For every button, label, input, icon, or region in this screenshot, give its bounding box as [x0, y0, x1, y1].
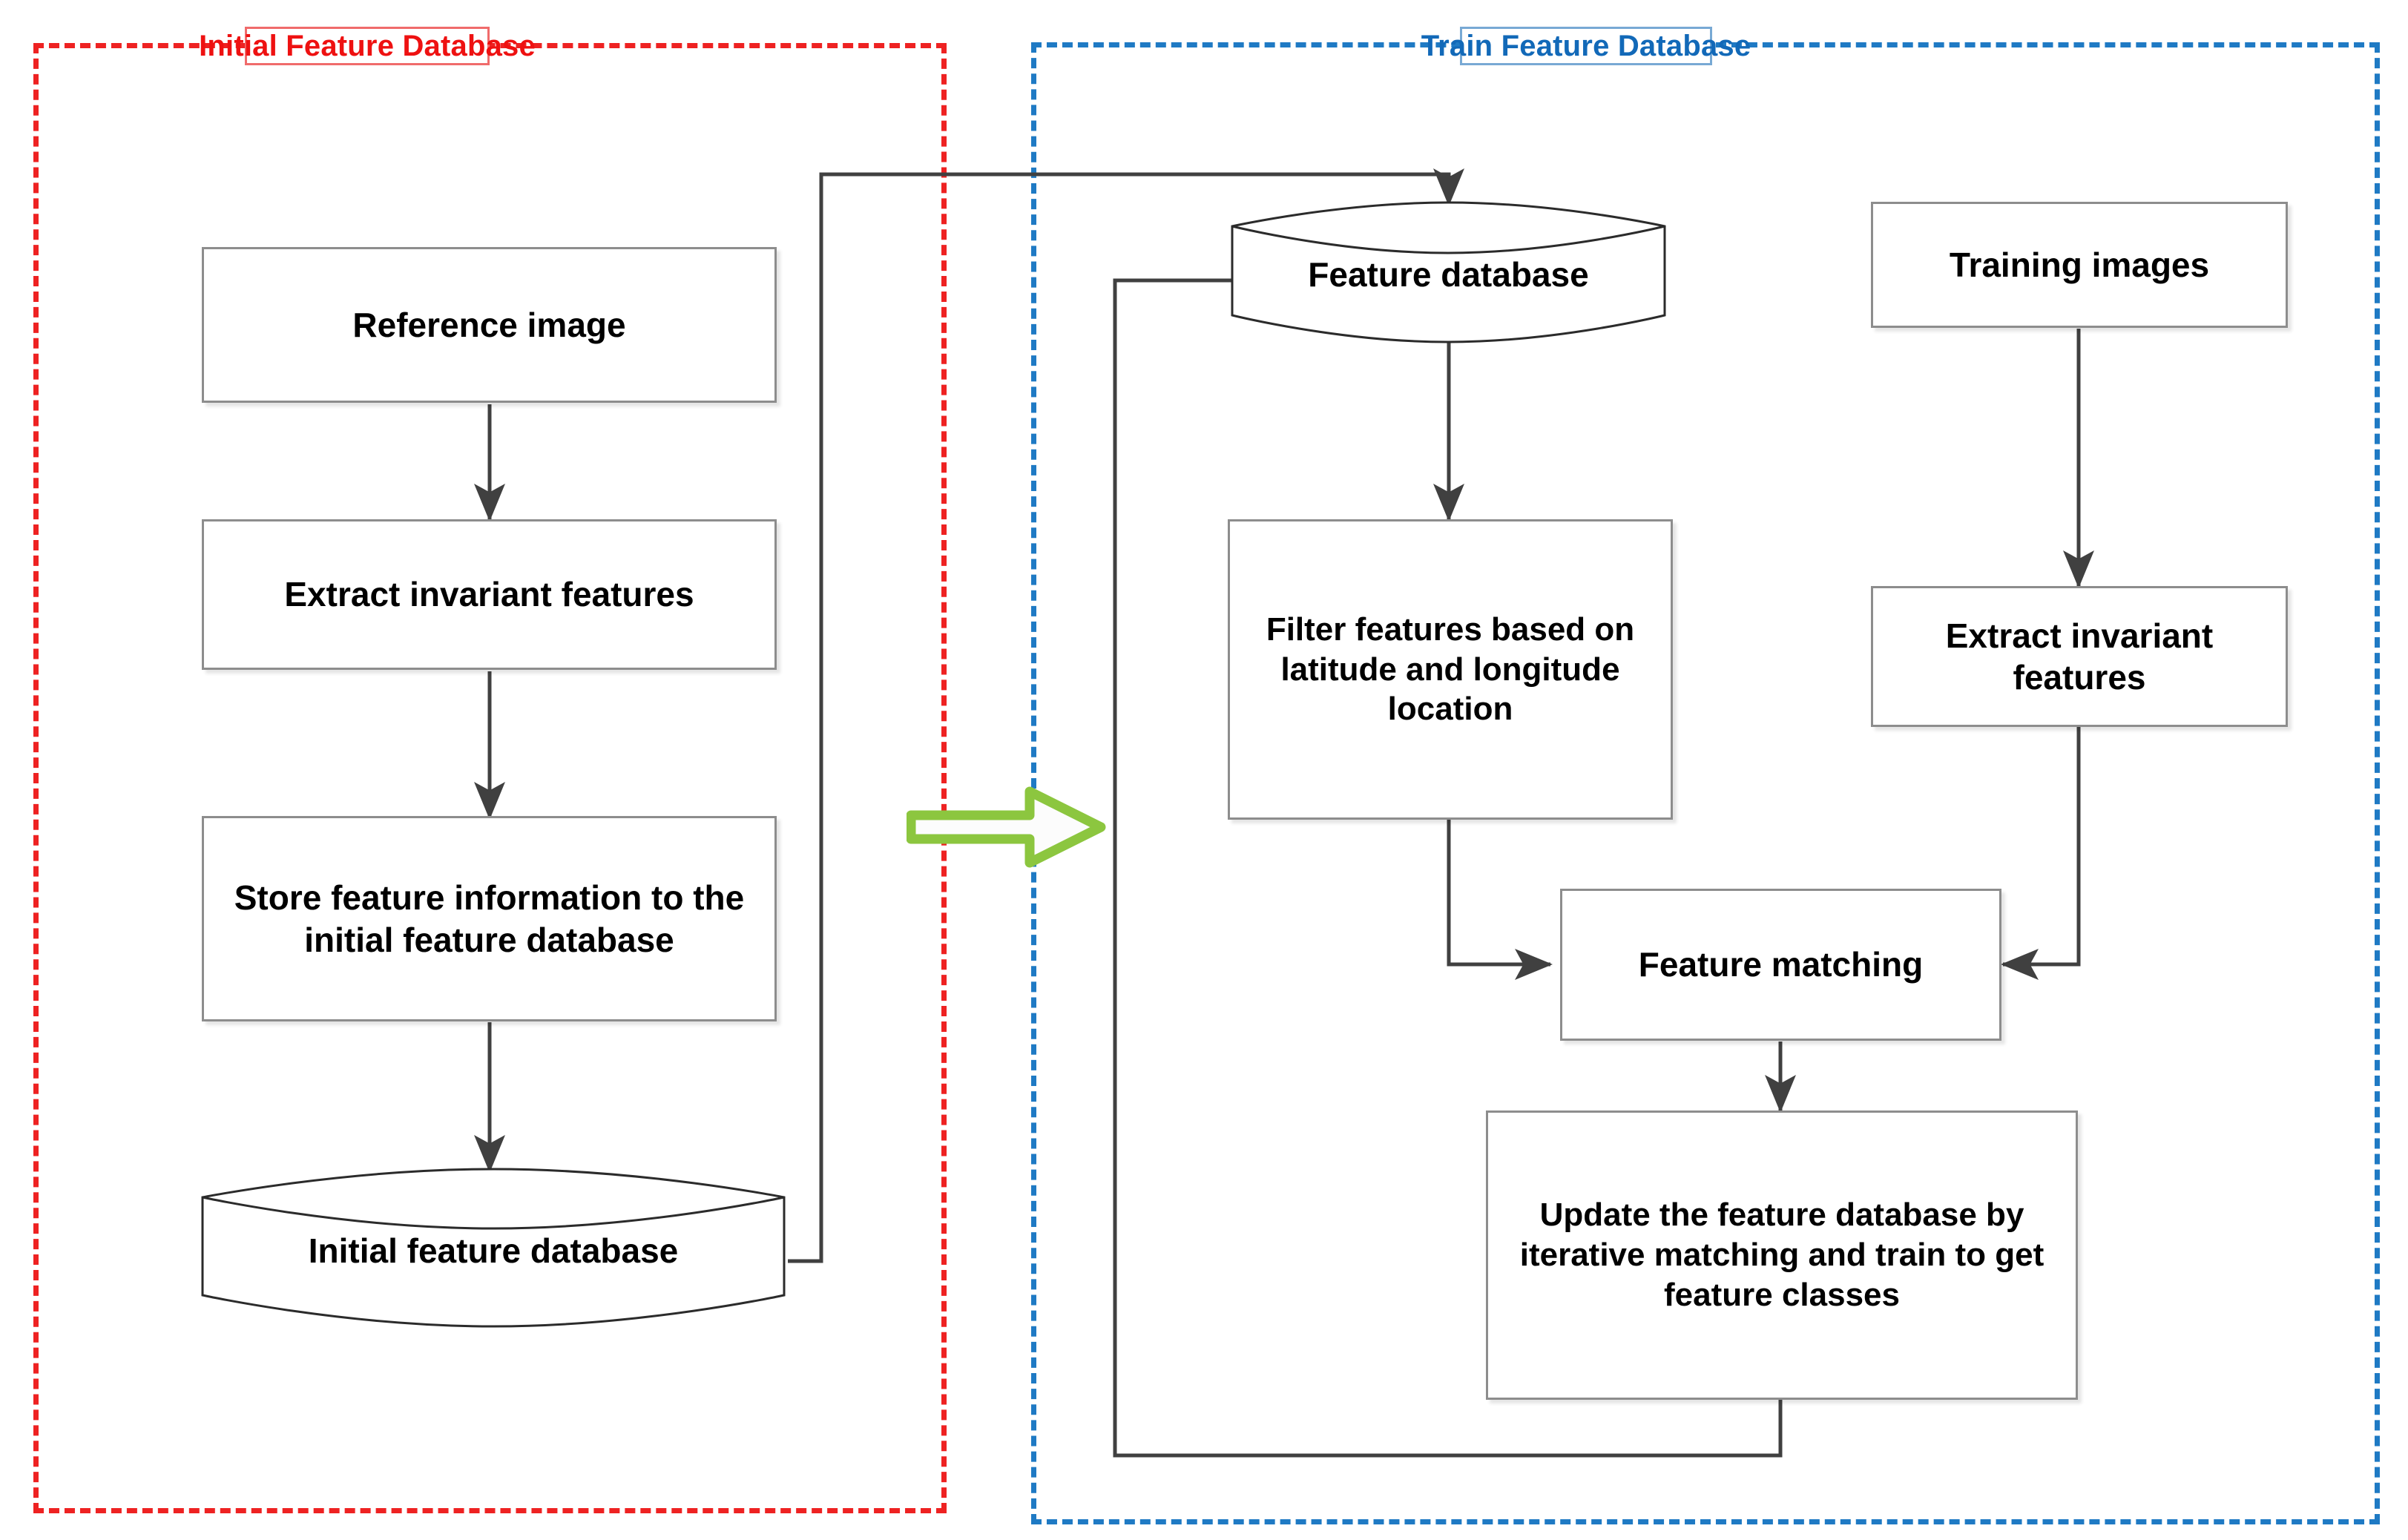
node-feature-matching[interactable]: Feature matching [1560, 889, 2001, 1041]
train-feature-database-group-title-text: Train Feature Database [1421, 29, 1751, 62]
node-training-images-label: Training images [1949, 245, 2210, 284]
initial-feature-database-group-title: Initial Feature Database [199, 27, 536, 65]
node-reference-image[interactable]: Reference image [202, 247, 777, 403]
node-extract-invariant-features-left-label: Extract invariant features [284, 575, 694, 614]
node-feature-database-label: Feature database [1308, 255, 1589, 294]
transition-arrow-icon [906, 783, 1107, 872]
node-feature-matching-label: Feature matching [1638, 945, 1924, 984]
initial-feature-database-group [33, 43, 947, 1513]
node-store-feature-information-label: Store feature information to the initial… [234, 878, 745, 959]
train-feature-database-group-title: Train Feature Database [1421, 27, 1751, 65]
node-update-feature-database-label: Update the feature database by iterative… [1519, 1197, 2045, 1313]
connector-extract-right-to-matching [2001, 727, 2081, 980]
initial-feature-database-group-title-text: Initial Feature Database [199, 29, 536, 62]
node-training-images[interactable]: Training images [1871, 202, 2288, 328]
node-update-feature-database[interactable]: Update the feature database by iterative… [1486, 1110, 2078, 1400]
node-reference-image-label: Reference image [352, 305, 626, 344]
node-store-feature-information[interactable]: Store feature information to the initial… [202, 816, 777, 1021]
node-filter-features[interactable]: Filter features based on latitude and lo… [1228, 519, 1673, 820]
node-filter-features-label: Filter features based on latitude and lo… [1266, 611, 1635, 728]
node-feature-database[interactable]: Feature database [1228, 201, 1669, 345]
connector-filter-to-matching [1447, 820, 1553, 981]
cylinder-shape-initial [201, 1168, 786, 1328]
node-initial-feature-database-label: Initial feature database [308, 1231, 679, 1270]
cylinder-shape-feature-db [1231, 201, 1666, 343]
connector-update-feedback-to-feature-db [1113, 265, 1783, 1458]
connector-initial-db-to-feature-db [788, 168, 1464, 1263]
node-initial-feature-database[interactable]: Initial feature database [197, 1168, 790, 1330]
node-extract-invariant-features-right-label: Extract invariant features [1945, 616, 2214, 697]
node-extract-invariant-features-right[interactable]: Extract invariant features [1871, 586, 2288, 727]
node-extract-invariant-features-left[interactable]: Extract invariant features [202, 519, 777, 670]
green-block-arrow-shape [906, 786, 1106, 868]
